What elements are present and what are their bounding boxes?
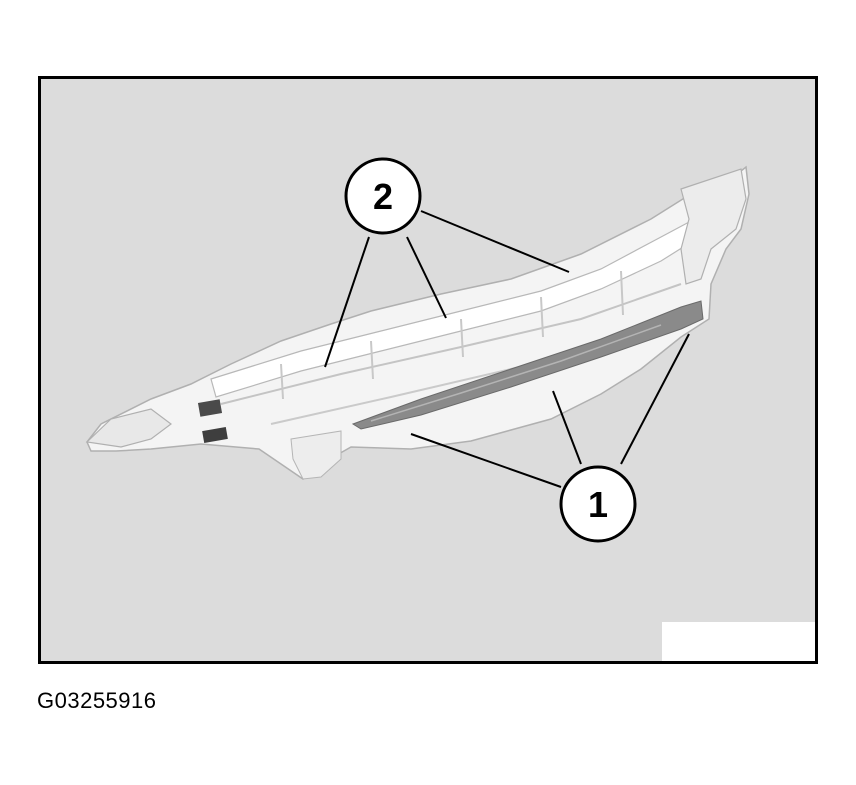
left-nose — [85, 408, 172, 448]
component-illustration: 2 1 — [41, 79, 815, 661]
connector-lower — [202, 427, 228, 443]
leaders-callout-2 — [324, 210, 570, 368]
right-end-bracket — [680, 168, 747, 285]
white-corner-patch — [662, 622, 815, 661]
callout-2: 2 — [344, 157, 422, 235]
trim-panel-part — [85, 165, 750, 480]
callout-1-circle — [559, 465, 637, 543]
callout-2-circle — [344, 157, 422, 235]
bottom-tab — [290, 430, 342, 480]
callout-2-label: 2 — [373, 176, 393, 217]
figure-frame: 2 1 — [38, 76, 818, 664]
connector-upper — [197, 399, 223, 417]
figure-id-caption: G03255916 — [37, 688, 157, 713]
leaders-callout-1 — [410, 333, 690, 488]
lower-strip-highlight — [370, 324, 662, 422]
callout-1: 1 — [559, 465, 637, 543]
ribs — [280, 270, 624, 400]
callout-1-label: 1 — [588, 484, 608, 525]
ridge-line-1 — [220, 283, 682, 405]
lower-strip — [351, 300, 704, 430]
